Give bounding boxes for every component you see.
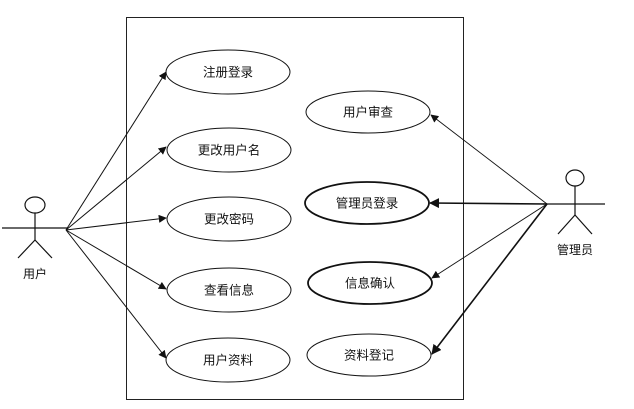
assoc-user-user-profile bbox=[65, 229, 167, 359]
use-case-register-login-label: 注册登录 bbox=[203, 65, 253, 80]
system-boundary bbox=[126, 17, 464, 400]
use-case-admin-login: 管理员登录 bbox=[304, 181, 430, 225]
assoc-user-view-info bbox=[65, 229, 167, 290]
assoc-user-change-username bbox=[65, 146, 167, 231]
use-case-profile-register-label: 资料登记 bbox=[344, 348, 395, 363]
assoc-admin-info-confirm bbox=[431, 203, 548, 279]
use-case-view-info-label: 查看信息 bbox=[204, 283, 254, 298]
actor-admin: 管理员 bbox=[543, 169, 605, 257]
actor-user-label: 用户 bbox=[23, 266, 47, 281]
actor-user-leg-right bbox=[34, 239, 53, 259]
actor-admin-head bbox=[565, 169, 585, 187]
use-case-info-confirm-label: 信息确认 bbox=[345, 276, 396, 291]
assoc-user-register-login bbox=[65, 71, 167, 231]
use-case-user-review-label: 用户审查 bbox=[343, 105, 394, 120]
actor-user-head bbox=[24, 196, 46, 214]
use-case-admin-login-label: 管理员登录 bbox=[336, 196, 399, 211]
assoc-admin-admin-login bbox=[429, 198, 548, 209]
use-case-change-password-label: 更改密码 bbox=[204, 212, 254, 227]
use-case-profile-register: 资料登记 bbox=[306, 333, 432, 377]
use-case-change-username-label: 更改用户名 bbox=[198, 143, 261, 158]
actor-user: 用户 bbox=[2, 196, 68, 281]
use-case-user-review: 用户审查 bbox=[305, 90, 431, 134]
actor-admin-leg-left bbox=[557, 214, 576, 235]
use-case-user-profile: 用户资料 bbox=[165, 337, 291, 383]
use-case-change-password: 更改密码 bbox=[166, 196, 292, 242]
actor-admin-label: 管理员 bbox=[557, 242, 593, 257]
use-case-view-info: 查看信息 bbox=[166, 267, 292, 313]
use-case-register-login: 注册登录 bbox=[165, 49, 291, 95]
assoc-admin-user-review bbox=[430, 114, 548, 205]
use-case-user-profile-label: 用户资料 bbox=[203, 353, 254, 368]
use-case-change-username: 更改用户名 bbox=[166, 127, 292, 173]
assoc-user-change-password bbox=[65, 214, 167, 231]
assoc-admin-profile-register bbox=[431, 203, 548, 355]
actor-user-leg-left bbox=[17, 239, 36, 259]
use-case-info-confirm: 信息确认 bbox=[307, 261, 433, 305]
actor-admin-leg-right bbox=[574, 214, 593, 235]
